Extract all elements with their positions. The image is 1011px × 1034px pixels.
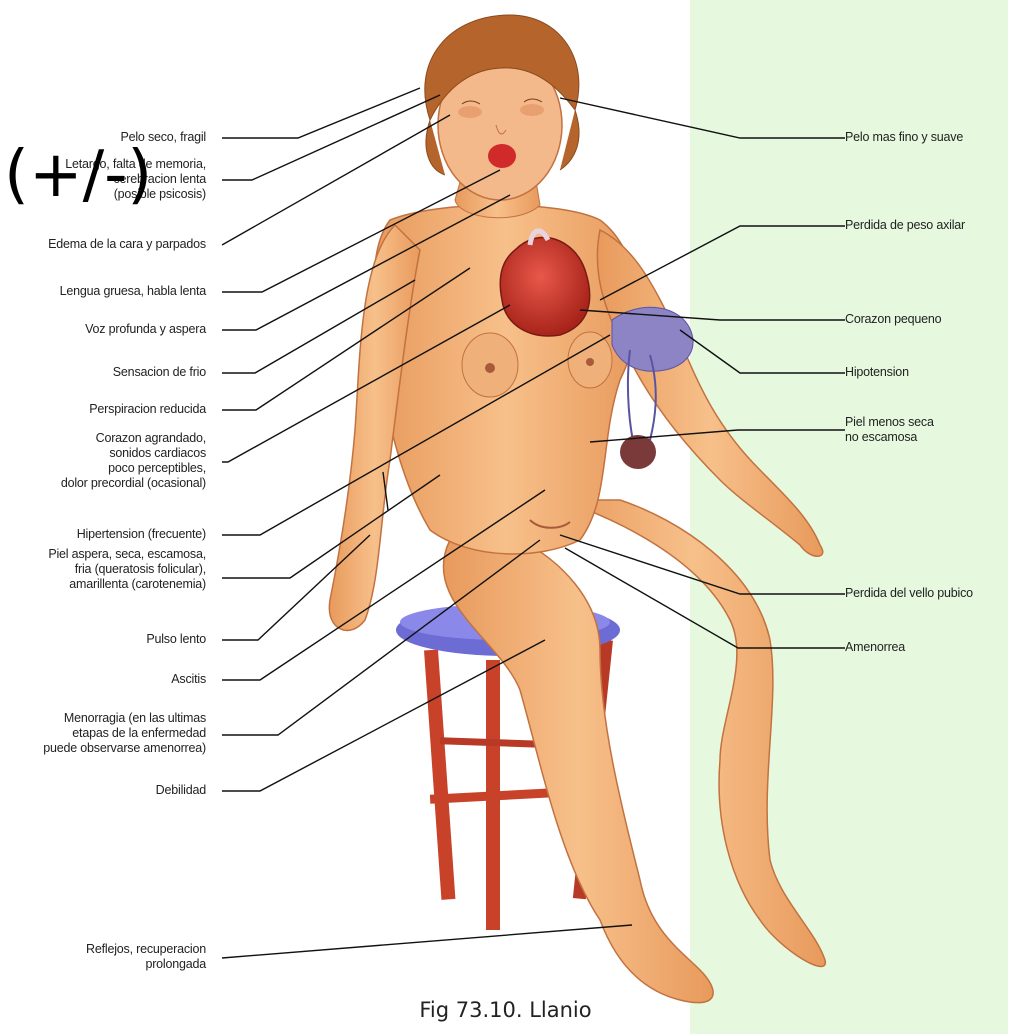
label-edema-cara: Edema de la cara y parpados (48, 237, 206, 252)
label-amenorrea: Amenorrea (845, 640, 905, 655)
label-corazon-agrandado: Corazon agrandado, sonidos cardiacos poc… (61, 431, 206, 491)
label-perdida-vello: Perdida del vello pubico (845, 586, 973, 601)
label-reflejos: Reflejos, recuperacion prolongada (86, 942, 206, 972)
label-debilidad: Debilidad (156, 783, 206, 798)
label-hipertension: Hipertension (frecuente) (77, 527, 206, 542)
figure-caption: Fig 73.10. Llanio (0, 998, 1011, 1022)
label-lengua-gruesa: Lengua gruesa, habla lenta (60, 284, 206, 299)
label-hipotension: Hipotension (845, 365, 909, 380)
overlay-mark: (+/-) (4, 140, 152, 210)
legs (443, 500, 825, 1003)
label-menorragia: Menorragia (en las ultimas etapas de la … (43, 711, 206, 756)
label-perdida-peso-axilar: Perdida de peso axilar (845, 218, 965, 233)
label-pulso-lento: Pulso lento (146, 632, 206, 647)
label-voz-profunda: Voz profunda y aspera (85, 322, 206, 337)
label-piel-menos-seca: Piel menos seca no escamosa (845, 415, 934, 445)
label-pelo-fino: Pelo mas fino y suave (845, 130, 963, 145)
label-corazon-pequeno: Corazon pequeno (845, 312, 941, 327)
label-ascitis: Ascitis (171, 672, 206, 687)
label-piel-aspera: Piel aspera, seca, escamosa, fria (quera… (48, 547, 206, 592)
label-sensacion-frio: Sensacion de frio (113, 365, 206, 380)
label-perspiracion: Perspiracion reducida (89, 402, 206, 417)
